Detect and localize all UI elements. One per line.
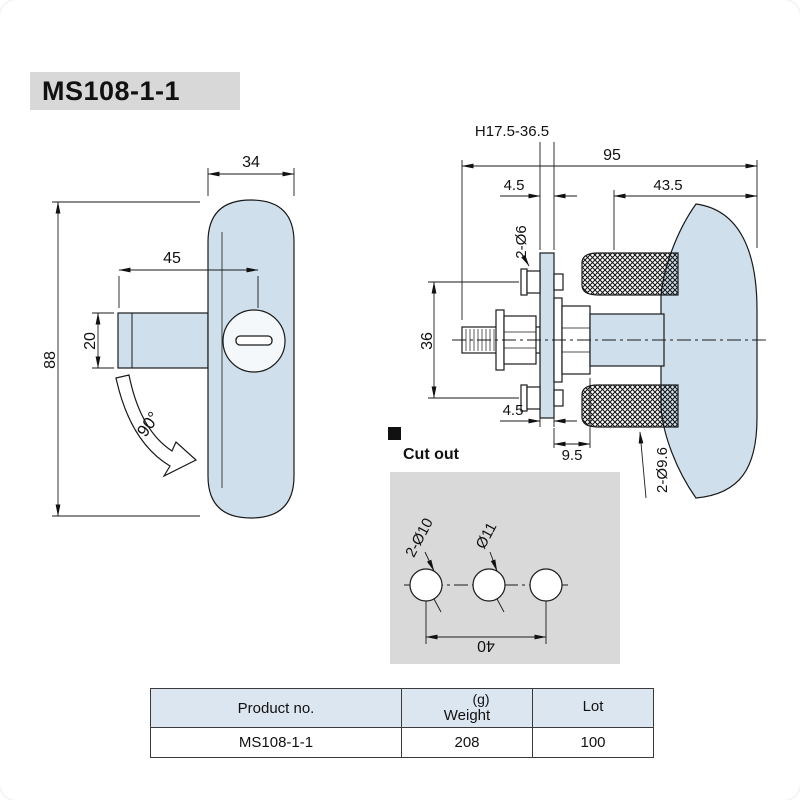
weight-label: Weight bbox=[443, 707, 491, 724]
cell-product-no: MS108-1-1 bbox=[150, 727, 402, 758]
col-header-weight: (g) Weight bbox=[401, 688, 533, 728]
dim-label-36: 36 bbox=[419, 332, 436, 350]
cutout-hole-center bbox=[472, 568, 506, 602]
dim-label-stud-dia: 2-Ø9.6 bbox=[654, 447, 671, 493]
rubber-stud-top bbox=[581, 252, 679, 296]
front-view bbox=[115, 199, 295, 519]
spec-table-data-row: MS108-1-1 208 100 bbox=[150, 727, 654, 758]
side-handle-head bbox=[660, 203, 758, 499]
cell-weight: 208 bbox=[401, 727, 533, 758]
side-view bbox=[452, 203, 768, 499]
front-shaft bbox=[117, 312, 209, 369]
dim-label-20: 20 bbox=[82, 332, 99, 350]
rotation-arrow-icon bbox=[115, 374, 198, 478]
mounting-plate bbox=[539, 252, 555, 419]
dim-label-4-5-top: 4.5 bbox=[504, 177, 525, 194]
product-code: MS108-1-1 bbox=[42, 75, 181, 106]
cutout-hole-left bbox=[409, 568, 443, 602]
lot-label: Lot bbox=[582, 697, 604, 715]
cutout-dimensions bbox=[424, 551, 547, 644]
cutout-bullet-icon bbox=[388, 427, 401, 440]
dim-label-panel-range: H17.5-36.5 bbox=[475, 123, 549, 140]
dim-label-9-5: 9.5 bbox=[562, 447, 583, 464]
spec-table-header-row: Product no. (g) Weight Lot bbox=[150, 688, 654, 728]
keyhole-slot bbox=[235, 335, 273, 346]
dim-label-40: 40 bbox=[477, 637, 495, 654]
col-header-lot: Lot bbox=[532, 688, 654, 728]
cutout-title: Cut out bbox=[403, 446, 459, 463]
cell-lot: 100 bbox=[532, 727, 654, 758]
col-header-product: Product no. bbox=[150, 688, 402, 728]
front-view-dimensions bbox=[52, 168, 295, 517]
dim-label-95: 95 bbox=[603, 147, 621, 164]
side-view-dimensions bbox=[428, 142, 758, 499]
plate-screw-top bbox=[520, 268, 564, 296]
weight-unit-label: (g) bbox=[472, 691, 490, 707]
dim-label-4-5-bottom: 4.5 bbox=[503, 402, 524, 419]
rubber-stud-bottom bbox=[581, 384, 679, 428]
cutout-panel bbox=[390, 472, 620, 664]
cutout-view: 2-Ø10 Ø11 40 bbox=[390, 472, 620, 664]
plate-screw-bottom bbox=[520, 384, 564, 412]
drawing-title: MS108-1-1 bbox=[30, 72, 240, 110]
dim-label-34: 34 bbox=[242, 154, 260, 171]
spec-table: Product no. (g) Weight Lot MS108-1-1 208… bbox=[150, 688, 654, 758]
dim-label-screw-holes: 2-Ø6 bbox=[513, 225, 530, 258]
dim-label-45: 45 bbox=[163, 250, 181, 267]
dim-label-43-5: 43.5 bbox=[653, 177, 682, 194]
cutout-hole-right bbox=[529, 568, 563, 602]
dim-label-88: 88 bbox=[42, 351, 59, 369]
